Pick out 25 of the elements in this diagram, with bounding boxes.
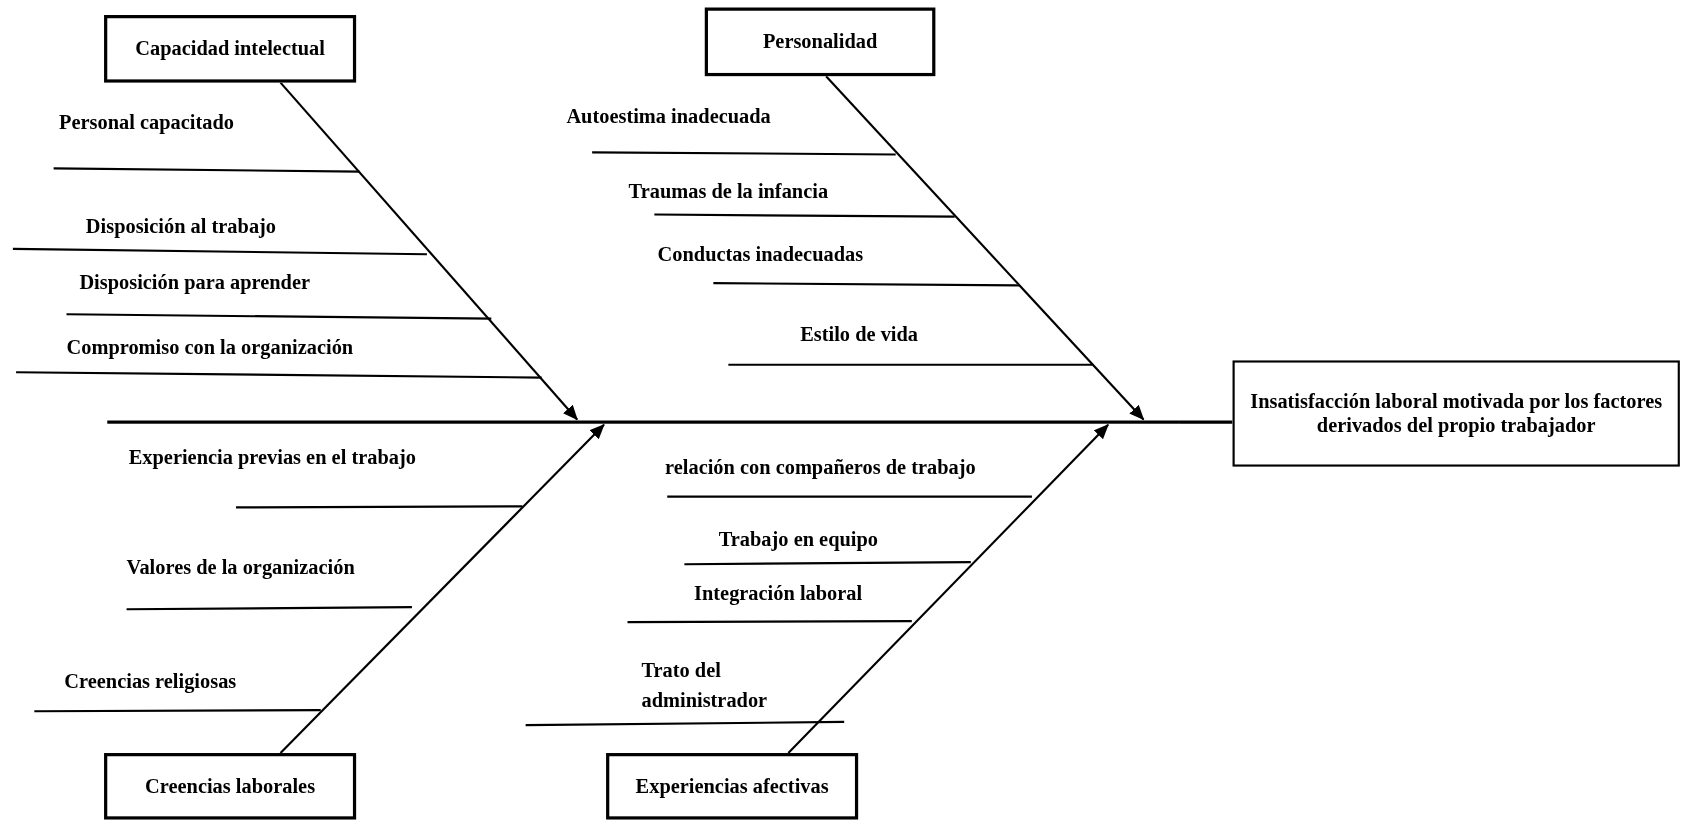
category-box: Capacidad intelectual bbox=[104, 15, 357, 83]
cause-label: Disposición al trabajo bbox=[85, 213, 277, 240]
cause-label: Creencias religiosas bbox=[64, 668, 237, 695]
cause-label: Personal capacitado bbox=[59, 109, 234, 136]
cause-label: Disposición para aprender bbox=[79, 269, 311, 296]
cause-label: Experiencia previas en el trabajo bbox=[128, 445, 416, 471]
category-box: Creencias laborales bbox=[104, 753, 357, 820]
arrow bbox=[825, 75, 1145, 421]
cause-label: Valores de la organización bbox=[126, 554, 355, 581]
arrow bbox=[279, 81, 578, 421]
category-box: Personalidad bbox=[704, 7, 936, 77]
arrow bbox=[279, 424, 605, 754]
effect-box: Insatisfacción laboral motivada por los factores derivados del propio trabajador bbox=[1232, 360, 1680, 467]
cause-label: Compromiso con la organización bbox=[66, 334, 354, 361]
cause-label: Estilo de vida bbox=[800, 321, 919, 348]
cause-label: Trabajo en equipo bbox=[718, 526, 878, 553]
cause-label: Integración laboral bbox=[694, 580, 863, 607]
cause-label: Trato del administrador bbox=[641, 657, 769, 713]
arrow bbox=[787, 424, 1109, 754]
cause-label: Traumas de la infancia bbox=[628, 179, 829, 205]
cause-label: Autoestima inadecuada bbox=[566, 104, 771, 130]
cause-label: Conductas inadecuadas bbox=[657, 241, 864, 267]
category-box: Experiencias afectivas bbox=[606, 753, 859, 820]
cause-label: relación con compañeros de trabajo bbox=[665, 454, 976, 481]
spine-line bbox=[1179, 420, 1233, 424]
